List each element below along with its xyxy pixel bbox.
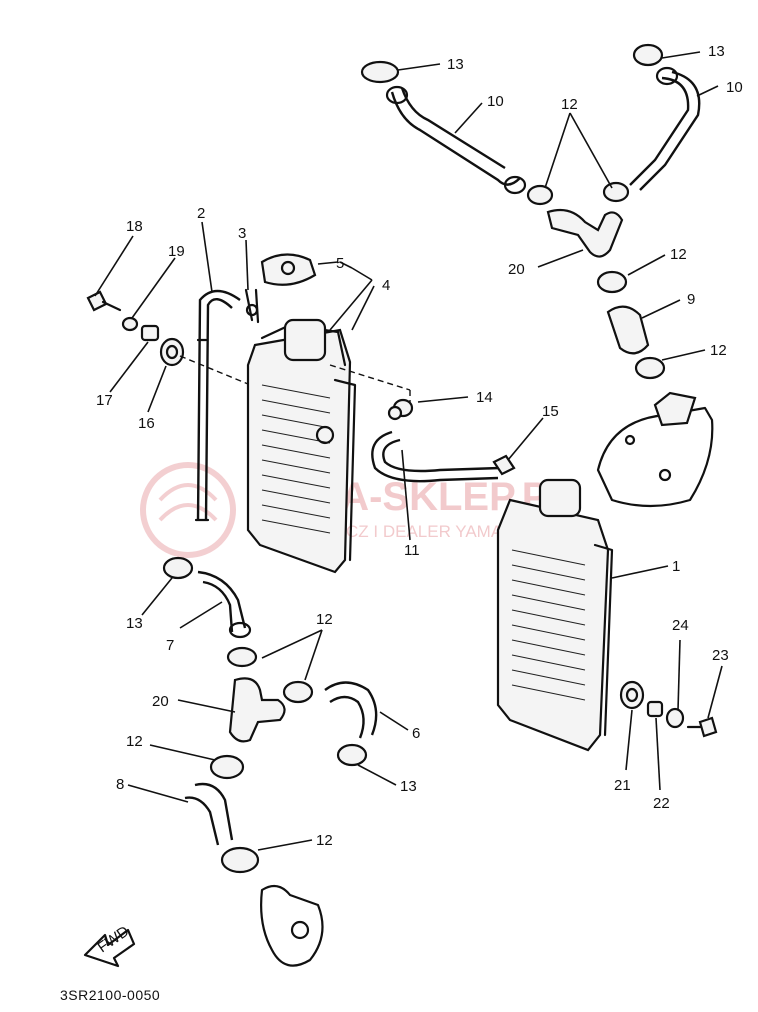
- callout-7: 7: [166, 637, 174, 654]
- radiator-cap: [260, 253, 317, 286]
- callout-23: 23: [712, 647, 729, 664]
- watermark-logo: [140, 462, 236, 558]
- callout-5: 5: [336, 255, 344, 272]
- callout-13: 13: [708, 43, 725, 60]
- left-radiator: [246, 318, 357, 574]
- clamp-15: [492, 454, 516, 476]
- fwd-label: FWD: [95, 923, 133, 957]
- callout-11: 11: [404, 542, 420, 559]
- callout-2: 2: [197, 205, 205, 222]
- callout-9: 9: [687, 291, 695, 308]
- breather-hose: [194, 289, 241, 522]
- callout-4: 4: [382, 277, 390, 294]
- water-pump-housing: [260, 884, 324, 967]
- callout-18: 18: [126, 218, 143, 235]
- callout-17: 17: [96, 392, 113, 409]
- callout-12: 12: [316, 832, 333, 849]
- callout-13: 13: [447, 56, 464, 73]
- callout-12: 12: [126, 733, 143, 750]
- callout-6: 6: [412, 725, 420, 742]
- hose-7: [197, 570, 252, 639]
- mount-hardware-right: [619, 680, 718, 738]
- callout-3: 3: [238, 225, 246, 242]
- callout-13: 13: [126, 615, 143, 632]
- callout-24: 24: [672, 617, 689, 634]
- hose-clamps-lower: [162, 556, 368, 874]
- hose-clip-3: [244, 288, 260, 324]
- callout-14: 14: [476, 389, 493, 406]
- hose-8: [184, 782, 234, 846]
- callout-12: 12: [561, 96, 578, 113]
- hose-11: [371, 430, 501, 483]
- callout-12: 12: [316, 611, 333, 628]
- callout-19: 19: [168, 243, 185, 260]
- hose-9: [606, 305, 650, 355]
- leader-lines: [94, 51, 723, 851]
- callout-12: 12: [710, 342, 727, 359]
- y-joint-lower-20: [228, 677, 286, 743]
- right-radiator: [496, 478, 614, 752]
- y-joint-upper-20: [546, 208, 624, 258]
- watermark-subtitle: OWICZ I DEALER YAMAHA: [312, 522, 526, 541]
- callout-10: 10: [726, 79, 743, 96]
- hose-6: [324, 681, 378, 739]
- callout-15: 15: [542, 403, 559, 420]
- fwd-arrow-icon: FWD: [83, 923, 136, 968]
- drawing-code: 3SR2100-0050: [60, 987, 160, 1003]
- callout-20: 20: [508, 261, 525, 278]
- callout-13: 13: [400, 778, 417, 795]
- callout-10: 10: [487, 93, 504, 110]
- callout-16: 16: [138, 415, 155, 432]
- callout-22: 22: [653, 795, 670, 812]
- callouts: 13 13 10 10 12 20 12 9 12 18 2 3 19 5 4 …: [96, 43, 743, 849]
- engine-cover: [596, 391, 714, 508]
- callout-8: 8: [116, 776, 124, 793]
- upper-hose-left-10: [385, 85, 527, 195]
- mount-hardware-left: [86, 290, 249, 385]
- clamp-14: [387, 398, 414, 421]
- callout-21: 21: [614, 777, 631, 794]
- hose-clamps-upper: [360, 43, 666, 380]
- callout-12: 12: [670, 246, 687, 263]
- callout-1: 1: [672, 558, 680, 575]
- callout-20: 20: [152, 693, 169, 710]
- upper-hose-right-10: [629, 66, 701, 191]
